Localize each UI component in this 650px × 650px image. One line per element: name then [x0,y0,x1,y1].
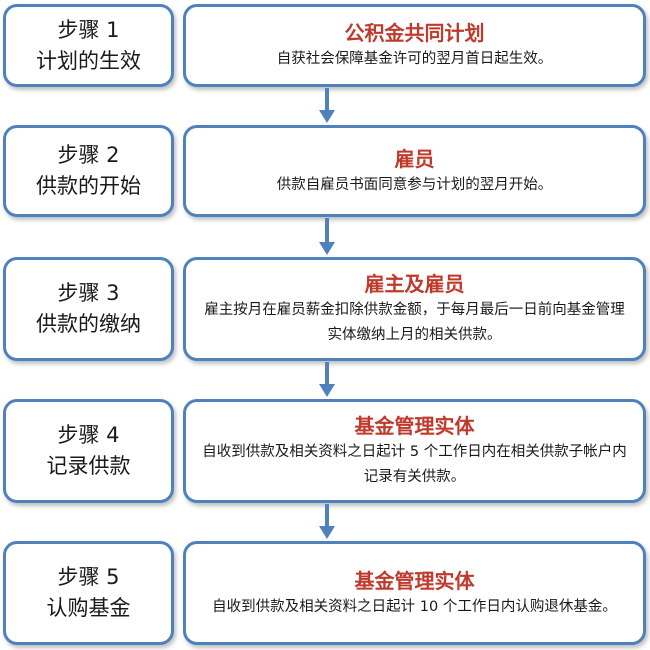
step-3-detail-box: 雇主及雇员 雇主按月在雇员薪金扣除供款金额，于每月最后一日前向基金管理实体缴纳上… [183,257,646,361]
step-3-title: 雇主及雇员 [364,272,465,296]
step-2-box: 步骤 2 供款的开始 [3,125,174,217]
arrow-1-to-2-icon [317,88,337,124]
step-2-description: 供款自雇员书面同意参与计划的翌月开始。 [276,176,553,193]
arrow-2-to-3-icon [317,218,337,256]
step-2-detail-box: 雇员 供款自雇员书面同意参与计划的翌月开始。 [183,125,646,217]
step-3-box: 步骤 3 供款的缴纳 [3,257,174,361]
step-5-name: 认购基金 [46,596,131,620]
step-5-title: 基金管理实体 [354,568,475,593]
step-1-description: 自获社会保障基金许可的翌月首日起生效。 [276,51,553,67]
step-5-detail-box: 基金管理实体 自收到供款及相关资料之日起计 10 个工作日内认购退休基金。 [183,541,646,645]
step-5-label: 步骤 5 [57,565,120,589]
step-1-name: 计划的生效 [36,48,141,73]
step-4-label: 步骤 4 [57,423,120,447]
step-4-title: 基金管理实体 [354,414,475,438]
step-4-name: 记录供款 [46,454,131,478]
step-1-box: 步骤 1 计划的生效 [3,4,174,87]
step-4-description: 自收到供款及相关资料之日起计 5 个工作日内在相关供款子帐户内记录有关供款。 [202,444,627,485]
step-4-box: 步骤 4 记录供款 [3,399,174,503]
step-5-box: 步骤 5 认购基金 [3,541,174,645]
step-2-label: 步骤 2 [57,143,120,167]
step-1-detail-box: 公积金共同计划 自获社会保障基金许可的翌月首日起生效。 [183,4,646,87]
arrow-3-to-4-icon [317,362,337,398]
step-2-title: 雇员 [394,146,435,171]
step-2-name: 供款的开始 [36,174,141,198]
step-3-name: 供款的缴纳 [36,312,141,336]
step-1-label: 步骤 1 [57,17,120,42]
step-5-description: 自收到供款及相关资料之日起计 10 个工作日内认购退休基金。 [212,598,617,615]
step-3-description: 雇主按月在雇员薪金扣除供款金额，于每月最后一日前向基金管理实体缴纳上月的相关供款… [204,302,625,343]
arrow-4-to-5-icon [317,504,337,540]
step-1-title: 公积金共同计划 [344,21,485,45]
step-3-label: 步骤 3 [57,281,120,305]
step-4-detail-box: 基金管理实体 自收到供款及相关资料之日起计 5 个工作日内在相关供款子帐户内记录… [183,399,646,503]
